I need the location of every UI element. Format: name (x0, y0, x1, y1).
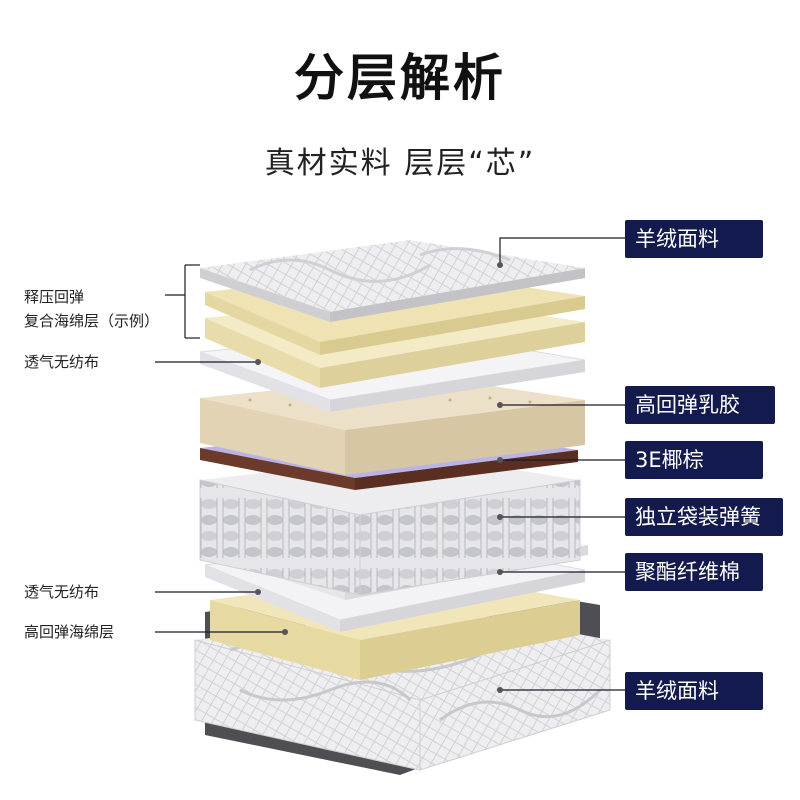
top-fabric-layer (200, 240, 585, 322)
label-coir: 3E椰棕 (625, 441, 763, 479)
label-latex: 高回弹乳胶 (625, 386, 775, 424)
label-polyester-fiber: 聚酯纤维棉 (625, 553, 763, 591)
label-nonwoven-top: 透气无纺布 (24, 353, 100, 371)
right-connector-lines (499, 237, 625, 691)
label-pocket-springs: 独立袋装弹簧 (625, 498, 783, 536)
label-hr-foam: 高回弹海绵层 (24, 623, 115, 641)
label-cashmere-fabric-bottom: 羊绒面料 (625, 672, 763, 710)
page-subtitle: 真材实料 层层“芯” (264, 146, 536, 181)
right-connector-dots (497, 262, 503, 693)
page-title: 分层解析 (294, 49, 506, 107)
left-connector-lines (155, 264, 285, 633)
label-foam-line1: 释压回弹 (24, 288, 85, 306)
label-cashmere-fabric-top: 羊绒面料 (625, 220, 763, 258)
label-foam-line2: 复合海绵层（示例） (24, 312, 160, 330)
left-connector-dots (255, 359, 288, 635)
label-nonwoven-bottom: 透气无纺布 (24, 583, 100, 601)
